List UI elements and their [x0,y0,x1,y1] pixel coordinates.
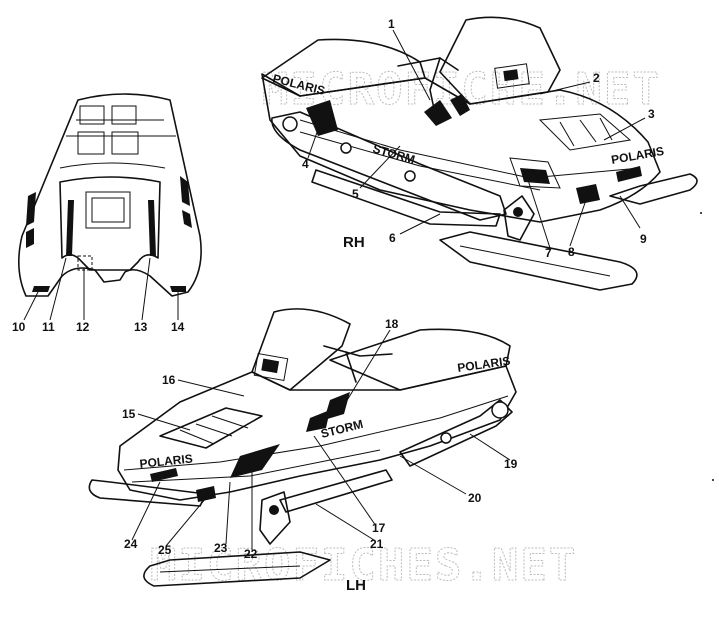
speck [712,479,714,481]
callout-11: 11 [42,320,55,334]
leader-lines [23,29,646,550]
lh-body [117,365,517,501]
rh-ski-rear [609,173,698,205]
snowmobile-rh-view: STORM POLARIS POLARIS [261,16,698,291]
callout-4: 4 [302,157,309,171]
view-label-lh: LH [346,577,366,594]
rh-track [271,111,507,221]
callout-5: 5 [352,187,359,201]
callout-10: 10 [12,320,26,334]
callout-16: 16 [162,373,176,387]
callout-24: 24 [124,537,138,551]
callout-labels: 1 2 3 4 5 6 7 8 9 10 11 12 13 14 15 16 1… [12,17,655,561]
view-label-rh: RH [343,234,365,251]
callout-25: 25 [158,543,172,557]
callout-12: 12 [76,320,90,334]
callout-9: 9 [640,232,647,246]
callout-19: 19 [504,457,518,471]
callout-20: 20 [468,491,482,505]
rh-ski-front [439,231,638,291]
lh-spindle [259,491,291,545]
callout-18: 18 [385,317,399,331]
rh-spindle [503,195,535,241]
lh-track [399,399,513,467]
lh-windshield [251,308,351,391]
callout-7: 7 [545,246,552,260]
lh-polaris-side-decal: POLARIS [139,451,194,470]
snowmobile-lh-view: STORM POLARIS POLARIS [88,308,517,587]
callout-14: 14 [171,320,185,334]
lh-side-decal [324,392,350,420]
lh-ski-front [143,551,331,587]
callout-17: 17 [372,521,386,535]
callout-21: 21 [370,537,384,551]
callout-1: 1 [388,17,395,31]
lh-ski-rear [88,479,207,507]
callout-15: 15 [122,407,136,421]
callout-13: 13 [134,320,148,334]
rh-seat [261,38,426,97]
rh-body [261,73,661,223]
callout-22: 22 [244,547,258,561]
callout-23: 23 [214,541,228,555]
hood-top-view [18,93,202,297]
speck [700,212,702,214]
callout-6: 6 [389,231,396,245]
lh-seat [329,328,511,391]
callout-2: 2 [593,71,600,85]
callout-8: 8 [568,245,575,259]
rh-windshield [439,16,561,105]
callout-3: 3 [648,107,655,121]
